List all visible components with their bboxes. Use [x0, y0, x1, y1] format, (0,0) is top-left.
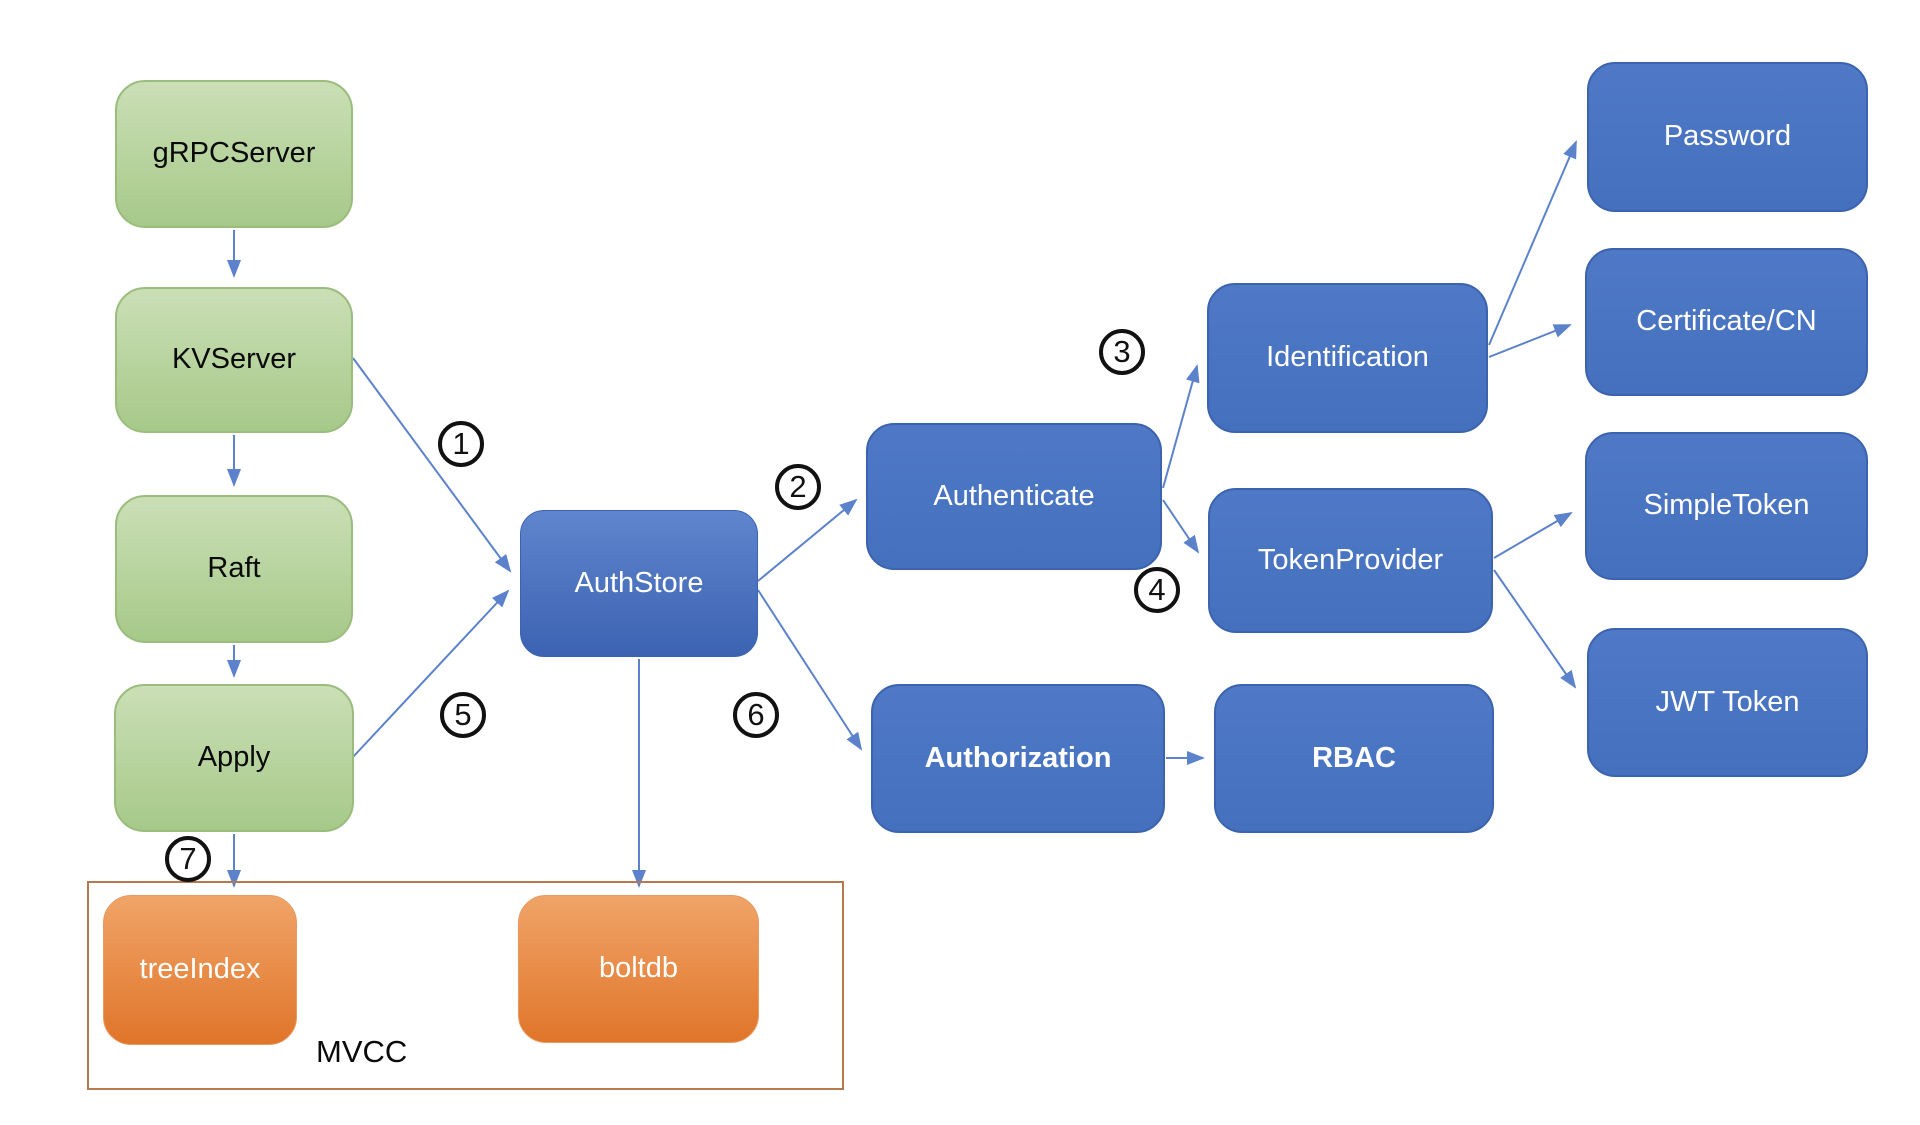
node-certificate-cn: Certificate/CN	[1585, 248, 1868, 396]
node-raft-label: Raft	[207, 552, 261, 585]
node-boltdb: boltdb	[518, 895, 759, 1043]
step-5-label: 5	[454, 697, 472, 732]
node-treeindex: treeIndex	[103, 895, 297, 1045]
node-authenticate-label: Authenticate	[933, 479, 1095, 512]
node-identification: Identification	[1207, 283, 1488, 433]
node-grpcserver-label: gRPCServer	[152, 137, 316, 170]
node-identification-label: Identification	[1266, 341, 1429, 374]
arrow-authstore-authenticate	[757, 498, 858, 582]
arrow-tokenprovider-simpletoken	[1493, 511, 1573, 559]
node-simpletoken-label: SimpleToken	[1643, 489, 1810, 522]
mvcc-group-box	[87, 881, 844, 1090]
arrow-tokenprovider-jwt-token	[1493, 569, 1577, 689]
node-password-label: Password	[1663, 120, 1792, 153]
step-7-label: 7	[179, 841, 197, 876]
step-badge-3: 3	[1099, 329, 1145, 375]
arrow-kvserver-authstore	[352, 357, 512, 573]
arrow-identification-password	[1488, 140, 1577, 346]
node-apply-label: Apply	[197, 741, 271, 774]
arrow-apply-authstore	[352, 589, 510, 758]
arrow-authenticate-tokenprovider	[1162, 499, 1200, 554]
node-password: Password	[1587, 62, 1868, 212]
node-authstore-label: AuthStore	[574, 566, 704, 599]
step-badge-6: 6	[733, 692, 779, 738]
step-badge-7: 7	[165, 836, 211, 882]
node-jwt-token: JWT Token	[1587, 628, 1868, 777]
node-rbac-label: RBAC	[1312, 741, 1396, 774]
node-tokenprovider-label: TokenProvider	[1257, 543, 1444, 576]
node-grpcserver: gRPCServer	[115, 80, 353, 228]
step-2-label: 2	[789, 469, 807, 504]
node-authenticate: Authenticate	[866, 423, 1162, 570]
step-3-label: 3	[1113, 334, 1131, 369]
step-4-label: 4	[1148, 572, 1166, 607]
node-simpletoken: SimpleToken	[1585, 432, 1868, 580]
node-tokenprovider: TokenProvider	[1208, 488, 1493, 633]
node-rbac: RBAC	[1214, 684, 1494, 833]
node-boltdb-label: boltdb	[598, 952, 678, 985]
step-1-label: 1	[452, 426, 470, 461]
node-treeindex-label: treeIndex	[139, 953, 261, 986]
step-6-label: 6	[747, 697, 765, 732]
step-badge-2: 2	[775, 464, 821, 510]
node-apply: Apply	[114, 684, 354, 832]
node-raft: Raft	[115, 495, 353, 643]
step-badge-1: 1	[438, 421, 484, 467]
mvcc-label: MVCC	[316, 1034, 408, 1069]
step-badge-5: 5	[440, 692, 486, 738]
step-badge-4: 4	[1134, 567, 1180, 613]
node-kvserver: KVServer	[115, 287, 353, 433]
node-authorization: Authorization	[871, 684, 1165, 833]
arrow-authenticate-identification	[1162, 364, 1200, 489]
node-authstore: AuthStore	[520, 510, 758, 657]
node-authorization-label: Authorization	[924, 741, 1112, 774]
node-kvserver-label: KVServer	[171, 343, 297, 376]
node-certificate-cn-label: Certificate/CN	[1636, 305, 1817, 338]
node-jwt-token-label: JWT Token	[1655, 685, 1800, 718]
arrow-identification-certificate	[1488, 324, 1572, 358]
